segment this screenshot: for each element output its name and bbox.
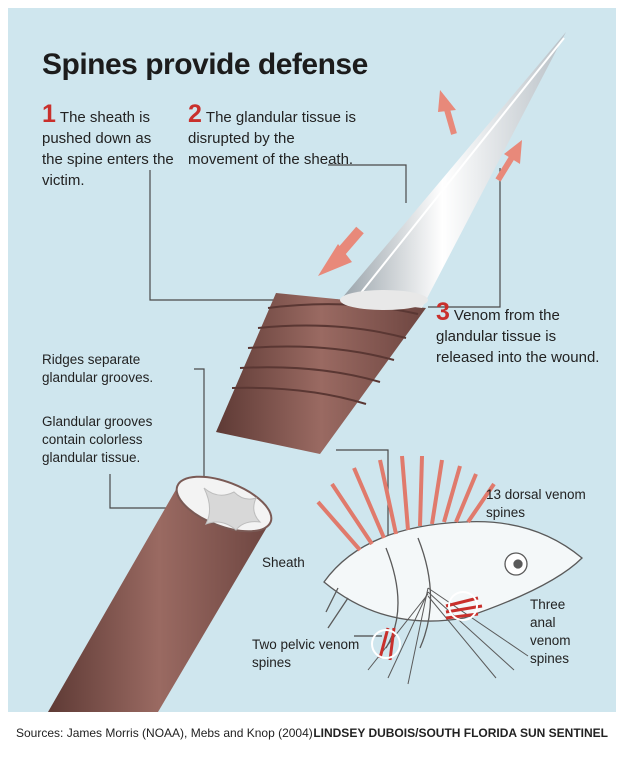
step-text: The glandular tissue is disrupted by the… — [188, 109, 356, 168]
lionfish-illustration — [316, 455, 583, 685]
label-ridges: Ridges separate glandular grooves. — [42, 352, 154, 385]
label-pelvic-spines: Two pelvic venom spines — [252, 637, 360, 670]
label-dorsal-spines: 13 dorsal venom spines — [486, 487, 586, 520]
label-anal-spines: Three anal venom spines — [530, 597, 571, 666]
page-title: Spines provide defense — [42, 48, 368, 81]
upper-spine — [216, 32, 566, 454]
step-number: 2 — [188, 100, 202, 128]
lower-spine-segment — [48, 475, 273, 712]
step-text: The sheath is pushed down as the spine e… — [42, 109, 174, 189]
spine-illustration — [48, 32, 583, 712]
footer-credit: LINDSEY DUBOIS/SOUTH FLORIDA SUN SENTINE… — [313, 726, 608, 740]
label-sheath: Sheath — [262, 555, 305, 570]
footer-sources: Sources: James Morris (NOAA), Mebs and K… — [16, 726, 313, 740]
direction-arrows — [318, 90, 522, 276]
step-number: 1 — [42, 100, 56, 128]
step-text: Venom from the glandular tissue is relea… — [436, 307, 600, 366]
step-number: 3 — [436, 298, 450, 326]
label-glandular-grooves: Glandular grooves contain colorless glan… — [42, 414, 153, 465]
